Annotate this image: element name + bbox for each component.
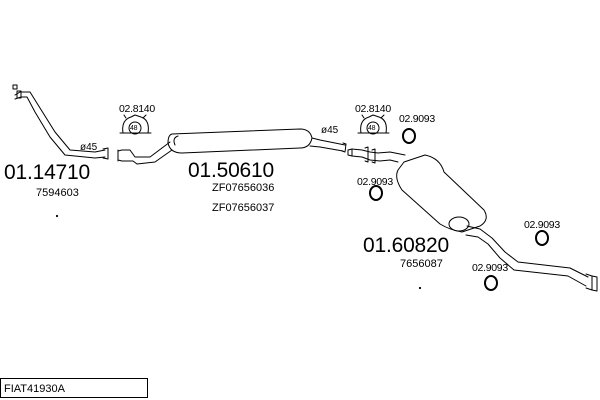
clamp-right-badge: 48 [368,125,376,132]
rings-drawing [369,128,549,291]
ring-2-number: 02.9093 [357,176,393,188]
middle-box-drawing [117,128,347,165]
rear-box-drawing [347,146,598,292]
clamp-right-drawing [357,114,390,135]
front-pipe-part-number: 01.14710 [4,161,90,184]
ring-1-number: 02.9093 [399,113,435,125]
clamp-right-number: 02.8140 [355,103,391,115]
rear-box-oe-ref: 7656087 [400,258,443,270]
middle-box-part-number: 01.50610 [188,159,274,182]
rear-box-part-number: 01.60820 [363,234,449,257]
clamp-left-number: 02.8140 [119,103,155,115]
middle-box-oe-ref-2: ZF07656037 [212,202,275,214]
front-pipe-drawing [12,84,109,160]
front-pipe-diameter: ø45 [80,142,98,153]
clamp-left-drawing [119,114,152,135]
ring-3-number: 02.9093 [524,219,560,231]
ring-4-number: 02.9093 [472,262,508,274]
front-pipe-oe-ref: 7594603 [36,187,79,199]
clamp-left-badge: 48 [130,125,138,132]
diagram-code-box: FIAT41930A [0,378,148,398]
middle-box-diameter: ø45 [321,125,339,136]
middle-box-oe-ref-1: ZF07656036 [212,182,275,194]
diagram-code: FIAT41930A [4,383,65,395]
